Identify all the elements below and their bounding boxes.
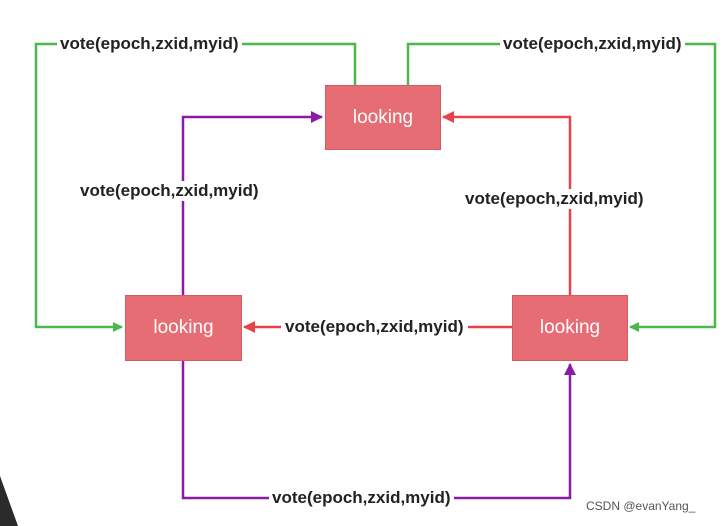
node-left-looking: looking [125, 295, 242, 361]
edge-label-right-to-top-red: vote(epoch,zxid,myid) [462, 189, 647, 209]
node-top-looking: looking [325, 85, 441, 150]
edge-green-top-to-right [406, 42, 717, 332]
edge-green-top-to-left [34, 42, 357, 332]
edge-label-right-to-left-red: vote(epoch,zxid,myid) [281, 317, 468, 337]
node-right-looking: looking [512, 295, 628, 361]
edge-purple-left-to-top [181, 111, 323, 295]
edge-label-bottom-purple: vote(epoch,zxid,myid) [269, 488, 454, 508]
edge-label-top-right-green: vote(epoch,zxid,myid) [500, 34, 685, 54]
edge-purple-left-to-right [181, 361, 576, 500]
edge-label-top-left-green: vote(epoch,zxid,myid) [57, 34, 242, 54]
edge-red-right-to-top [442, 111, 572, 295]
edge-label-left-to-top-purple: vote(epoch,zxid,myid) [77, 181, 262, 201]
csdn-watermark: CSDN @evanYang_ [586, 499, 696, 513]
